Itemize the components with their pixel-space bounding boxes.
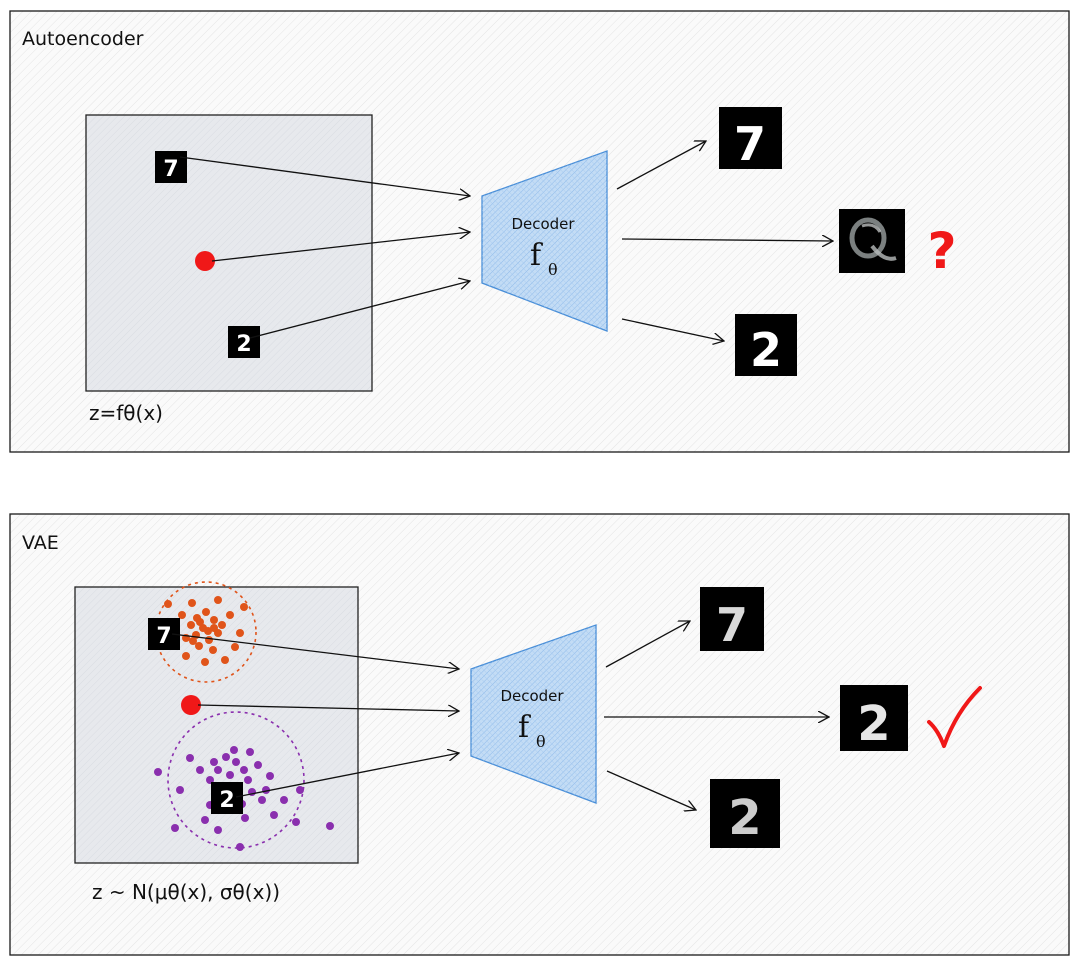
cluster-7-point [189,637,197,645]
cluster-7-point [218,621,226,629]
cluster-2-point [280,796,288,804]
cluster-7-point [204,627,212,635]
svg-text:7: 7 [716,598,748,652]
arrow-decoder-to-out7 [616,141,706,190]
autoencoder-title: Autoencoder [22,28,144,50]
cluster-2-point [244,776,252,784]
arrow-decoder-to-out2 [621,318,724,341]
cluster-7-point [195,642,203,650]
vae-decoder-subscript: θ [536,732,546,751]
cluster-7-point [231,643,239,651]
cluster-7-point [209,646,217,654]
vae-cluster-2-outline [167,711,305,849]
cluster-2-point [214,826,222,834]
svg-text:2: 2 [857,696,890,752]
cluster-2-point [254,761,262,769]
cluster-7-point [202,608,210,616]
cluster-2-point [326,822,334,830]
autoencoder-output-2: 2 [735,314,797,377]
cluster-2-point [296,786,304,794]
question-mark: ? [927,222,956,280]
autoencoder-decoder: Decoder f θ [481,150,608,332]
cluster-2-point [270,811,278,819]
svg-text:2: 2 [219,788,234,813]
cluster-2-point [241,814,249,822]
vae-arrow-7-to-decoder [171,633,459,669]
cluster-2-point [232,758,240,766]
cluster-7-point [164,600,172,608]
vae-sample-point [181,695,201,715]
autoencoder-latent-formula: z=fθ(x) [89,401,163,425]
cluster-7-point [188,599,196,607]
cluster-2-point [210,758,218,766]
cluster-7-point [205,636,213,644]
svg-text:2: 2 [750,323,782,377]
cluster-7-point [226,611,234,619]
cluster-2-point [258,796,266,804]
arrow-point-to-decoder [211,232,470,262]
svg-text:2: 2 [728,790,761,846]
vae-arrow-decoder-to-out7 [605,621,690,668]
cluster-2-point [201,816,209,824]
svg-text:2: 2 [236,332,251,357]
vae-output-2: 2 [710,779,780,848]
cluster-2-point [171,824,179,832]
vae-decoder-symbol: f [518,710,531,745]
check-icon [927,686,982,748]
cluster-7-point [240,603,248,611]
cluster-2-point [196,766,204,774]
svg-text:7: 7 [734,117,766,171]
vae-output-7: 7 [700,587,764,652]
arrow-7-to-decoder [179,156,470,196]
arrow-2-to-decoder [249,281,470,339]
cluster-7-point [178,611,186,619]
vae-title: VAE [22,532,59,554]
vae-arrow-decoder-to-out2b [606,770,696,810]
vae-cluster-2-points [154,746,334,851]
cluster-2-point [214,766,222,774]
cluster-2-point [246,748,254,756]
svg-text:7: 7 [156,624,171,649]
autoencoder-decoder-symbol: f [530,238,543,273]
vae-output-2-decoded: 2 [840,685,908,752]
vae-decoder-label: Decoder [500,687,564,705]
vae-latent-digit-2: 2 [211,782,243,814]
cluster-2-point [154,768,162,776]
cluster-2-point [186,754,194,762]
cluster-7-point [187,621,195,629]
cluster-7-point [221,656,229,664]
svg-text:7: 7 [163,157,178,182]
autoencoder-sample-point [195,251,215,271]
vae-latent-formula: z ~ N(μθ(x), σθ(x)) [92,880,280,904]
cluster-7-point [210,624,218,632]
vae-decoder: Decoder f θ [470,624,597,804]
vae-panel: VAE z ~ N(μθ(x), σθ(x)) 7 2 Decoder f [9,513,1070,956]
cluster-7-point [210,616,218,624]
vae-cluster-7-points [164,596,248,666]
autoencoder-output-7: 7 [719,107,782,171]
autoencoder-decoder-subscript: θ [548,260,558,279]
cluster-2-point [226,771,234,779]
cluster-2-point [292,818,300,826]
arrow-decoder-to-outq [621,239,833,241]
autoencoder-latent-digit-7: 7 [155,151,187,183]
autoencoder-decoder-label: Decoder [511,215,575,233]
cluster-7-point [196,618,204,626]
autoencoder-panel: Autoencoder z=fθ(x) 7 2 Decoder f θ [9,10,1070,453]
autoencoder-latent-digit-2: 2 [228,326,260,358]
cluster-7-point [214,596,222,604]
vae-arrow-point-to-decoder [197,704,459,711]
cluster-2-point [176,786,184,794]
cluster-2-point [240,766,248,774]
vae-arrow-2-to-decoder [235,753,459,798]
cluster-2-point [266,772,274,780]
cluster-7-point [236,629,244,637]
cluster-2-point [230,746,238,754]
cluster-7-point [201,658,209,666]
cluster-2-point [222,753,230,761]
cluster-7-point [182,652,190,660]
cluster-2-point [236,843,244,851]
autoencoder-output-garbled [839,209,905,273]
